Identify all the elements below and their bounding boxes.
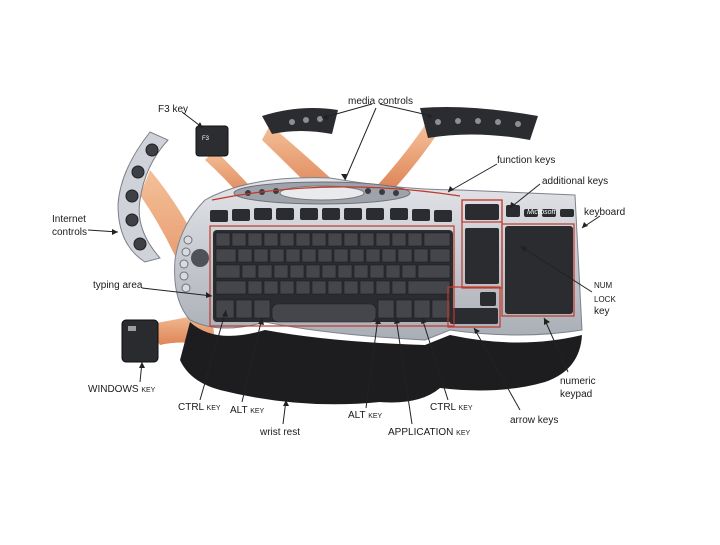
numeric-keypad-label-line2: keypad — [560, 389, 592, 401]
svg-text:F3: F3 — [202, 136, 210, 142]
num-lock-label-line1: NUM — [594, 280, 612, 292]
internet-controls-label-line2: controls — [52, 227, 87, 239]
num-lock-label-line3: key — [594, 306, 610, 318]
additional-keys-label: additional keys — [542, 176, 608, 188]
brand-logo: Microsoft — [527, 209, 556, 216]
numeric-keypad-label-line1: numeric — [560, 376, 596, 388]
typing-area-label: typing area — [93, 280, 142, 292]
f3-key-exploded: F3 — [196, 126, 228, 156]
ctrl-key-left-label: CTRL key — [178, 402, 221, 414]
alt-key-right-label: ALT key — [348, 410, 382, 422]
windows-key-label: WINDOWS key — [88, 384, 155, 396]
scroll-wheel — [191, 249, 209, 267]
function-keys-label: function keys — [497, 155, 555, 167]
key-row-3 — [216, 265, 450, 278]
num-lock-label-line2: LOCK — [594, 294, 616, 306]
key-row-1 — [216, 233, 450, 246]
internet-controls-label-line1: Internet — [52, 214, 86, 226]
function-key-row — [210, 208, 452, 222]
key-row-4 — [216, 281, 450, 294]
wrist-rest-label: wrist rest — [260, 427, 300, 439]
media-controls-left — [262, 108, 338, 134]
alt-key-left-label: ALT key — [230, 405, 264, 417]
ctrl-key-right-label: CTRL key — [430, 402, 473, 414]
keyboard-label: keyboard — [584, 207, 625, 219]
f3-key-label: F3 key — [158, 104, 188, 116]
media-controls-label: media controls — [348, 96, 413, 108]
windows-key-exploded — [122, 320, 158, 362]
application-key-label: APPLICATION key — [388, 427, 470, 439]
arrow-keys-label: arrow keys — [510, 415, 558, 427]
